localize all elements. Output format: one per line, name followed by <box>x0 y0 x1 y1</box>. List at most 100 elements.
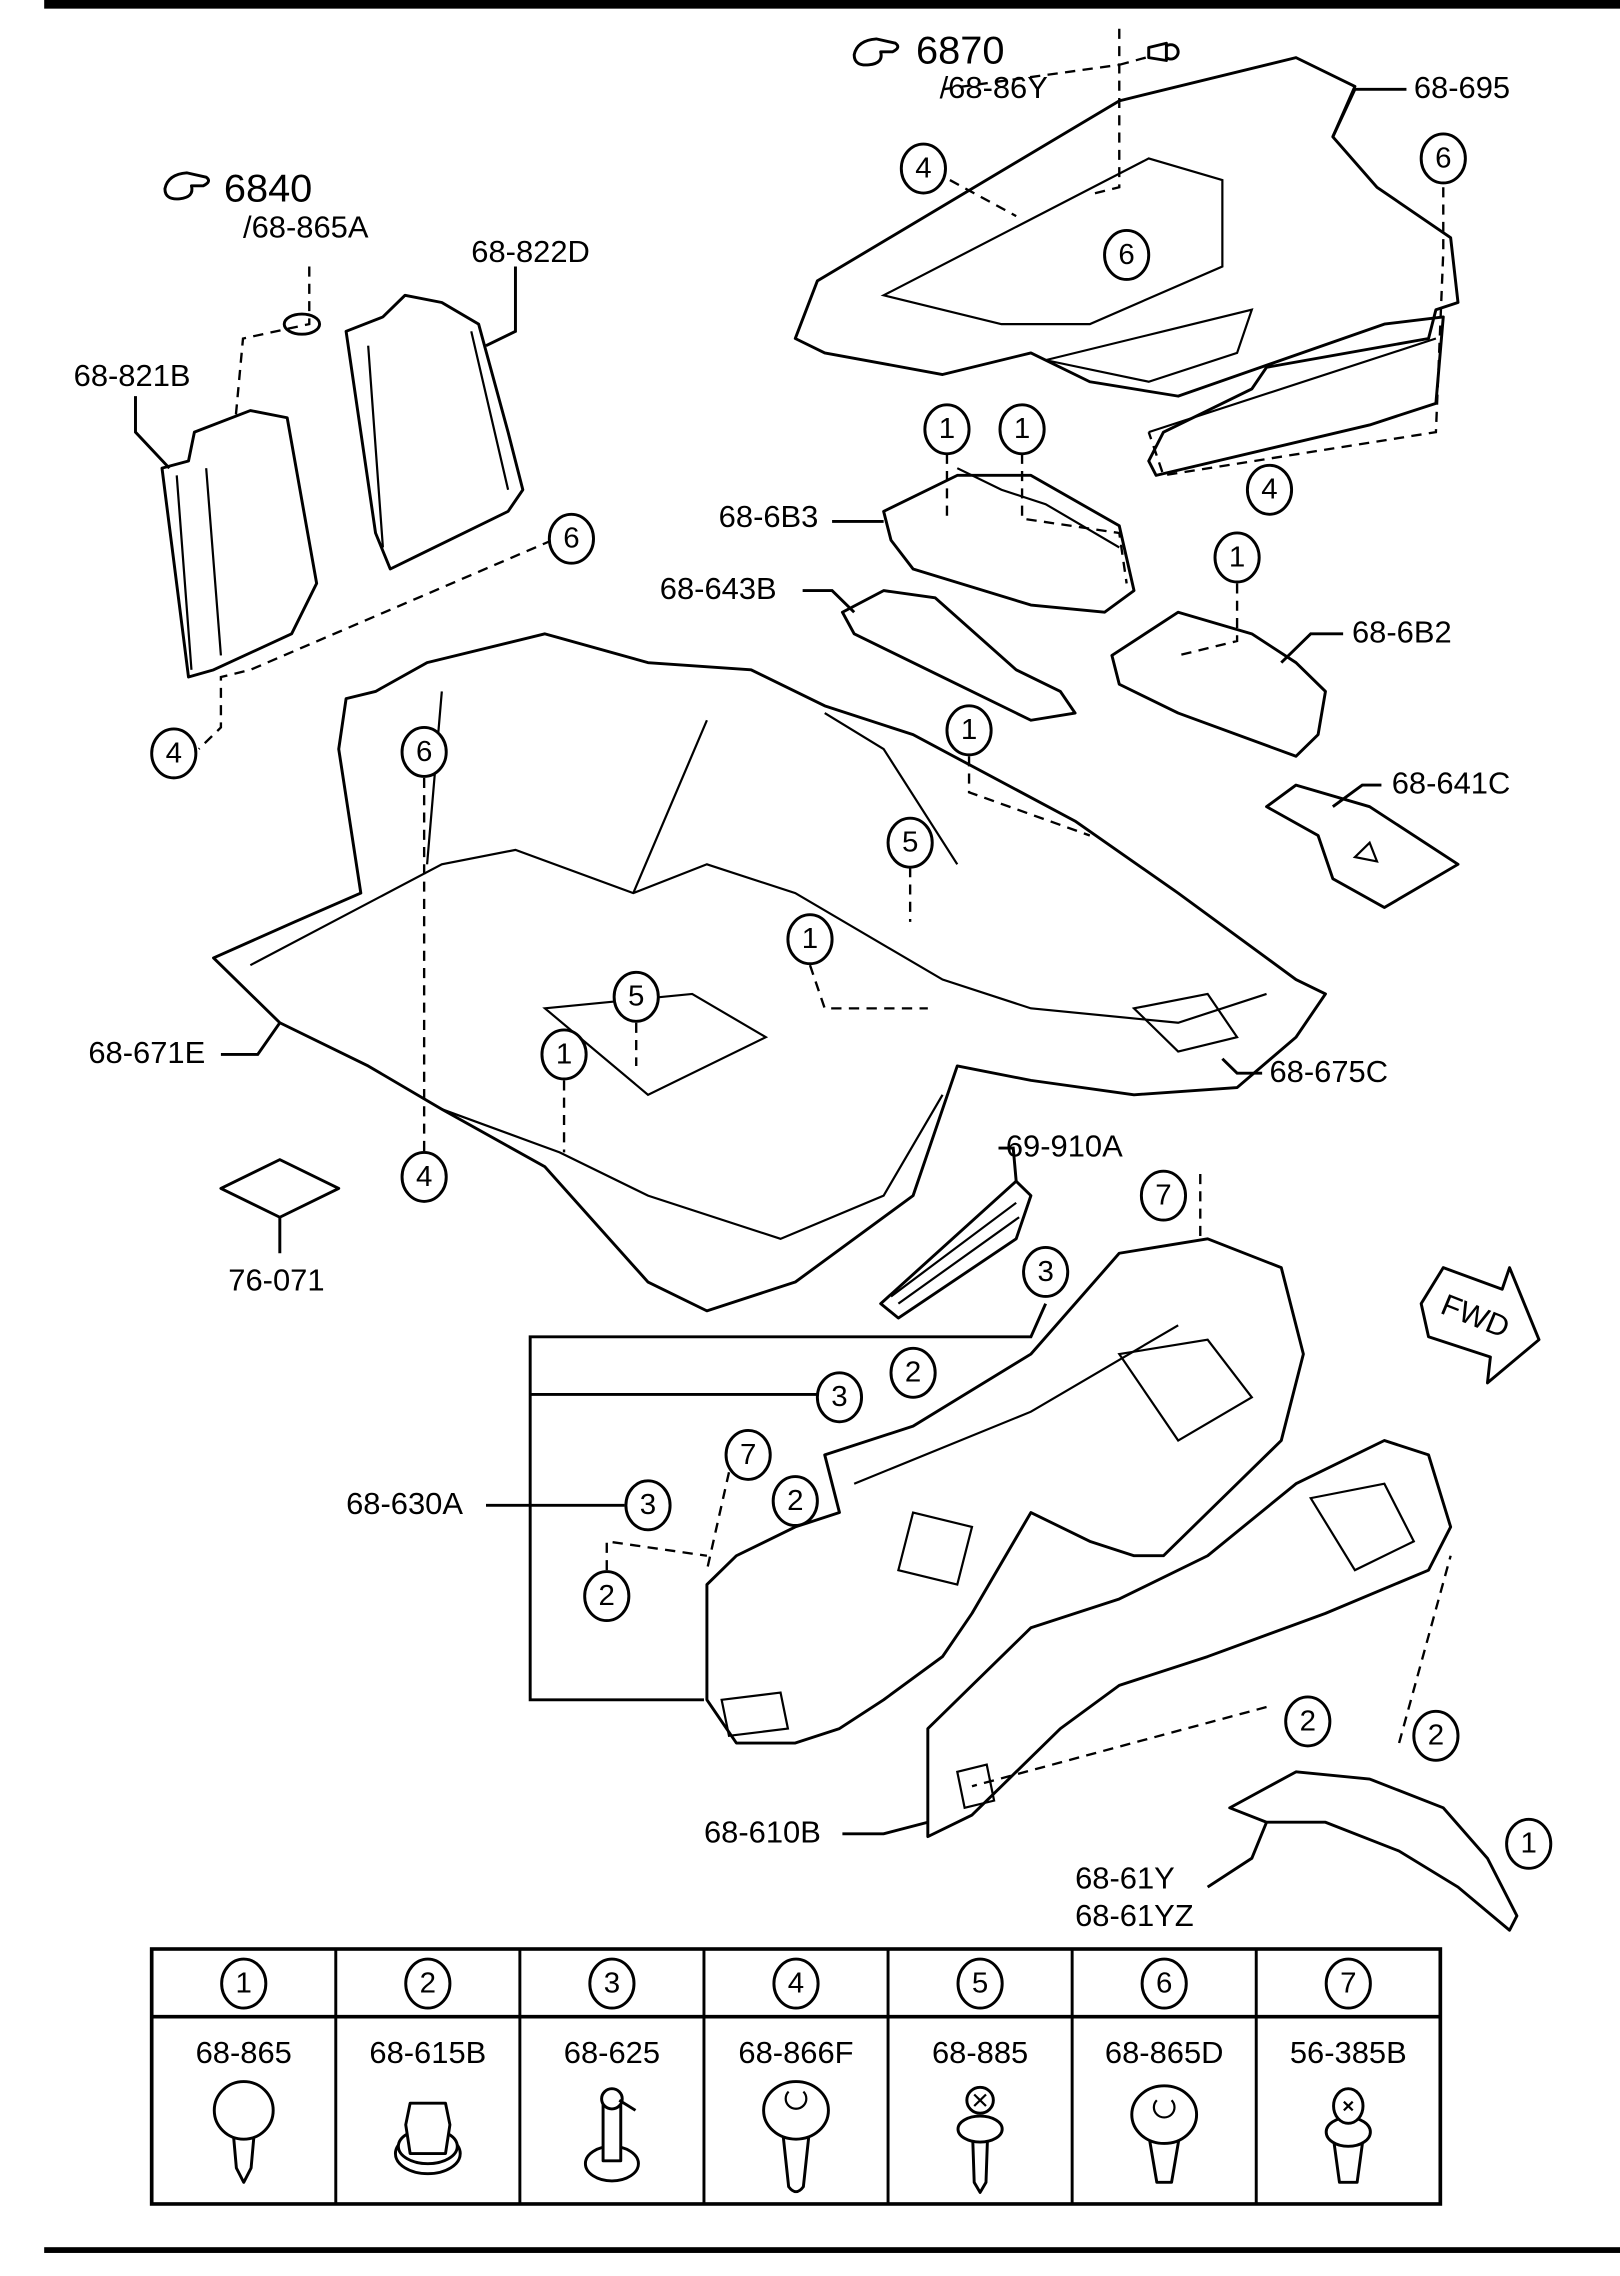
callout-number: 1 <box>1014 413 1030 445</box>
part-label-68-6b3[interactable]: 68-6B3 <box>719 501 819 535</box>
callout-4: 4 <box>400 1150 448 1203</box>
callout-1: 1 <box>1505 1817 1553 1870</box>
callout-circle <box>771 1475 819 1527</box>
part-68-641C[interactable] <box>1265 783 1460 909</box>
callout-number: 7 <box>1155 1180 1171 1212</box>
callout-7: 7 <box>724 1428 772 1481</box>
fastener-column-3[interactable]: 3 68-625 <box>518 1949 660 2204</box>
reference-6870[interactable]: 6870 /68-86Y <box>852 29 1048 105</box>
fastener-column-4[interactable]: 468-866F <box>702 1949 854 2204</box>
callout-circle <box>1139 1169 1188 1222</box>
part-68-61Y-insulator[interactable] <box>1228 1770 1519 1932</box>
callout-circle <box>547 512 595 565</box>
part-68-630A-dash-insulator[interactable] <box>705 1237 1305 1745</box>
callout-number: 5 <box>628 981 644 1013</box>
callout-4: 4 <box>899 142 947 195</box>
part-label-68-630a[interactable]: 68-630A <box>346 1487 463 1521</box>
fastener-ref: 7 <box>1340 1968 1356 2000</box>
callout-5: 5 <box>612 970 660 1023</box>
callout-circle <box>612 970 660 1023</box>
fastener-ref-circle <box>588 1957 636 2010</box>
hand-pointer-icon <box>163 171 210 201</box>
callout-circle <box>624 1479 672 1532</box>
callout-circle <box>1284 1695 1332 1748</box>
part-label-68-695[interactable]: 68-695 <box>1414 71 1510 105</box>
fastener-column-2[interactable]: 268-615B <box>334 1949 486 2204</box>
fwd-arrow-icon: FWD <box>1419 1266 1541 1385</box>
part-68-86Y-clip[interactable] <box>1147 41 1180 62</box>
callout-number: 3 <box>640 1490 656 1522</box>
callout-2: 2 <box>1284 1695 1332 1748</box>
part-76-071[interactable] <box>219 1158 341 1219</box>
part-label-68-61yz[interactable]: 68-61YZ <box>1075 1899 1194 1933</box>
callout-3: 3 <box>1022 1246 1070 1298</box>
fastener-column-1[interactable]: 168-865 <box>196 1957 292 2184</box>
callout-circle <box>923 403 971 456</box>
callout-number: 5 <box>902 827 918 859</box>
part-68-822D[interactable] <box>344 293 525 571</box>
callout-number: 4 <box>166 738 182 770</box>
dashed-fastener-guides <box>197 28 1452 1788</box>
fastener-table: 168-865 268-615B 3 68-625 468-866F 5 68-885 668… <box>149 1947 1443 2206</box>
part-label-68-61y[interactable]: 68-61Y <box>1075 1862 1175 1896</box>
scrivet-icon <box>1324 2087 1372 2184</box>
fastener-part-number: 68-865 <box>196 2036 292 2070</box>
part-68-821B[interactable] <box>160 409 319 679</box>
part-label-68-675c[interactable]: 68-675C <box>1269 1055 1388 1089</box>
part-label-68-671e[interactable]: 68-671E <box>88 1036 205 1070</box>
reference-6840[interactable]: 6840 /68-865A <box>163 167 369 245</box>
part-68-643B[interactable] <box>840 589 1077 722</box>
callout-1: 1 <box>945 704 993 757</box>
part-68-610B-dash-insulator[interactable] <box>926 1439 1453 1839</box>
callout-number: 1 <box>802 923 818 955</box>
callout-6: 6 <box>400 726 448 778</box>
bracket-68-630A <box>486 1303 1047 1702</box>
callout-number: 1 <box>556 1039 572 1071</box>
part-68-6B3[interactable] <box>882 467 1136 614</box>
callout-number: 4 <box>915 153 931 185</box>
callout-circle <box>1419 132 1467 185</box>
part-68-865A-clip[interactable] <box>282 312 322 336</box>
svg-text:6870: 6870 <box>916 29 1004 73</box>
fastener-ref: 2 <box>420 1968 436 2000</box>
bottom-border-bar <box>44 2247 1620 2253</box>
fastener-part-number: 56-385B <box>1290 2036 1407 2070</box>
fastener-ref-circle <box>772 1957 820 2010</box>
fastener-column-5[interactable]: 5 68-885 <box>886 1949 1028 2204</box>
callout-circle <box>400 1150 448 1203</box>
callout-4: 4 <box>150 727 198 780</box>
fastener-ref: 5 <box>972 1968 988 2000</box>
fastener-column-7[interactable]: 7 56-385B <box>1254 1949 1407 2204</box>
part-label-68-822d[interactable]: 68-822D <box>471 235 590 269</box>
fastener-ref: 3 <box>604 1968 620 2000</box>
callout-number: 2 <box>599 1580 615 1612</box>
callout-7: 7 <box>1139 1169 1188 1222</box>
part-68-6B2[interactable] <box>1110 610 1327 758</box>
callout-circle <box>1022 1246 1070 1298</box>
callout-circle <box>815 1371 864 1424</box>
fastener-part-number: 68-885 <box>932 2036 1028 2070</box>
callout-1: 1 <box>923 403 971 456</box>
callout-number: 4 <box>1261 474 1277 506</box>
svg-text:6840: 6840 <box>224 167 312 211</box>
callout-number: 4 <box>416 1161 432 1193</box>
part-label-68-821b[interactable]: 68-821B <box>74 359 191 393</box>
callout-circle <box>724 1428 772 1481</box>
fastener-part-number: 68-625 <box>564 2036 660 2070</box>
fastener-column-6[interactable]: 668-865D <box>1070 1949 1223 2204</box>
part-label-69-910a[interactable]: 69-910A <box>1006 1130 1123 1164</box>
part-69-910A[interactable] <box>879 1179 1033 1320</box>
part-label-68-6b2[interactable]: 68-6B2 <box>1352 616 1452 650</box>
top-border-bar <box>44 0 1620 9</box>
part-label-76-071[interactable]: 76-071 <box>228 1264 324 1298</box>
fastener-ref-circle <box>220 1957 268 2010</box>
callout-number: 2 <box>1428 1720 1444 1752</box>
svg-text:/68-86Y: /68-86Y <box>940 71 1048 105</box>
hex-nut-clip-icon <box>393 2101 462 2176</box>
part-label-68-641c[interactable]: 68-641C <box>1392 767 1511 801</box>
part-label-68-643b[interactable]: 68-643B <box>660 573 777 607</box>
leader-lines <box>134 87 1407 1889</box>
callout-5: 5 <box>886 816 934 869</box>
part-label-68-610b[interactable]: 68-610B <box>704 1816 821 1850</box>
fastener-ref-circle <box>404 1957 452 2010</box>
